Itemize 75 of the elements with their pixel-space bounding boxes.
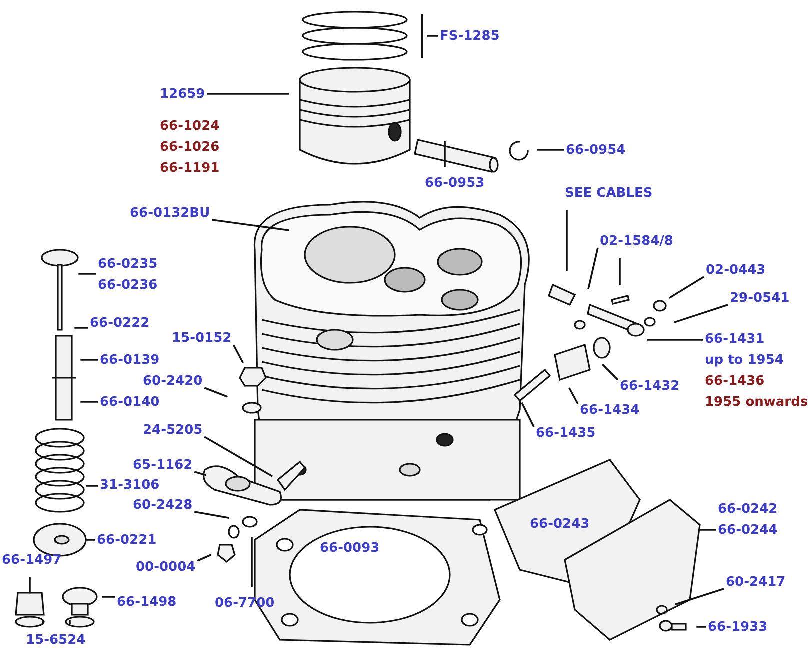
part-number-label: 31-3106 — [100, 477, 160, 495]
part-number-label: 15-0152 — [172, 330, 232, 348]
leader-line — [80, 401, 98, 403]
part-number-label: 66-0140 — [100, 394, 160, 412]
note-text: 1955 onwards — [705, 394, 808, 412]
leader-line — [521, 402, 535, 428]
leader-line — [78, 273, 96, 275]
part-number-label: FS-1285 — [440, 28, 500, 46]
part-number-label: 66-1933 — [708, 619, 768, 637]
part-number-label: 66-0139 — [100, 352, 160, 370]
leader-line — [568, 388, 579, 404]
leader-line — [212, 219, 290, 232]
leader-line — [537, 149, 564, 151]
leader-line — [29, 577, 31, 594]
leader-line — [69, 620, 71, 624]
part-number-label: 60-2417 — [726, 574, 786, 592]
leader-line — [194, 511, 230, 519]
leader-line — [204, 436, 273, 478]
leader-line — [647, 339, 703, 341]
part-number-label: 66-0222 — [90, 315, 150, 333]
part-number-label: 66-0235 — [98, 256, 158, 274]
part-number-label: 02-1584/8 — [600, 233, 674, 251]
part-number-label: 29-0541 — [730, 290, 790, 308]
leader-line — [194, 471, 206, 476]
leader-line — [74, 327, 88, 329]
leader-line — [588, 248, 599, 290]
part-number-label: 66-0953 — [425, 175, 485, 193]
leader-line — [675, 588, 724, 606]
part-number-label: 66-1498 — [117, 594, 177, 612]
leader-line — [619, 258, 621, 285]
part-number-label: 66-1026 — [160, 139, 220, 157]
note-text: up to 1954 — [705, 352, 785, 370]
part-number-label: 12659 — [160, 86, 206, 104]
part-number-label: 66-1431 — [705, 331, 766, 349]
part-number-label: 66-0242 — [718, 501, 778, 519]
leader-line — [602, 364, 619, 381]
part-number-label: 66-0243 — [530, 516, 590, 534]
part-number-label: 66-0954 — [566, 142, 626, 160]
leader-line — [204, 387, 228, 398]
part-number-label: 15-6524 — [26, 632, 86, 649]
part-number-label: 24-5205 — [143, 422, 203, 440]
leader-line — [207, 93, 289, 95]
leader-line — [80, 359, 98, 361]
leader-line — [86, 539, 95, 541]
leader-line — [696, 626, 706, 628]
part-number-label: 66-1191 — [160, 160, 220, 178]
leader-line — [251, 537, 253, 587]
part-number-label: 66-1432 — [620, 378, 680, 396]
part-number-label: 65-1162 — [133, 457, 193, 475]
part-number-label: 66-0132BU — [130, 205, 210, 223]
part-number-label: 66-1434 — [580, 402, 640, 420]
part-number-label: 66-0244 — [718, 522, 778, 540]
part-number-label: 66-0221 — [97, 532, 157, 550]
leader-line — [42, 620, 44, 624]
leader-line — [86, 485, 98, 487]
leader-line — [674, 304, 728, 324]
part-number-label: 00-0004 — [136, 559, 196, 577]
leader-line — [668, 276, 704, 300]
part-number-label: 66-0236 — [98, 277, 158, 295]
leader-line — [566, 210, 568, 271]
part-number-label: 60-2428 — [133, 497, 193, 515]
leader-line — [197, 554, 212, 562]
part-number-label: 66-1024 — [160, 118, 220, 136]
leader-line — [698, 529, 716, 531]
leader-line — [427, 35, 438, 37]
part-number-label: 66-0093 — [320, 540, 380, 558]
part-number-label: 60-2420 — [143, 373, 203, 391]
leader-line — [444, 141, 446, 167]
part-number-label: 66-1436 — [705, 373, 766, 391]
part-number-label: 66-1435 — [536, 425, 596, 443]
part-number-label: 66-1497 — [2, 552, 62, 570]
leader-line — [232, 344, 244, 364]
note-text: SEE CABLES — [565, 185, 653, 203]
part-number-label: 02-0443 — [706, 262, 766, 280]
leader-line — [102, 596, 115, 598]
